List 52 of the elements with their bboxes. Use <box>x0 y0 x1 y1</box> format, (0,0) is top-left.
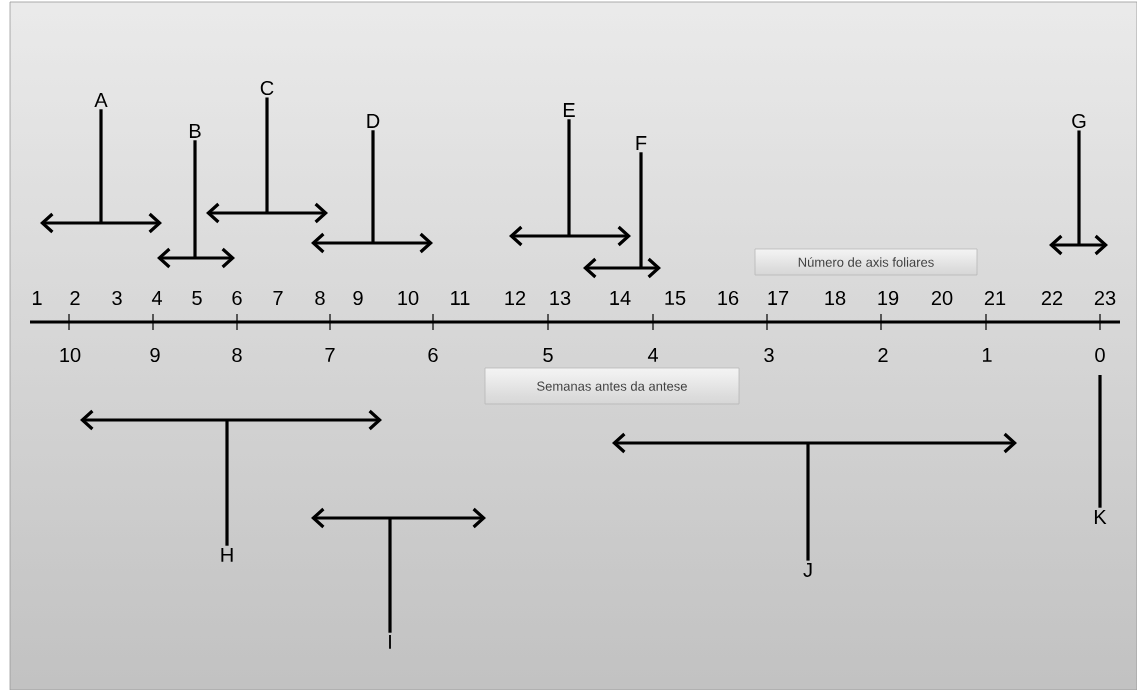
leaf-number: 21 <box>984 291 1006 305</box>
week-number: 3 <box>764 347 774 363</box>
range-letter: F <box>636 136 647 150</box>
leaf-number: 7 <box>273 291 283 305</box>
range-letter: H <box>221 548 233 562</box>
leader-line <box>225 420 229 546</box>
leaf-number: 5 <box>192 291 202 305</box>
leader-line <box>806 443 810 561</box>
range-letter: G <box>1072 113 1086 129</box>
leaf-number: 14 <box>610 291 631 305</box>
week-number: 0 <box>1095 347 1105 363</box>
week-number: 9 <box>150 347 160 363</box>
leaf-number: 22 <box>1041 291 1063 305</box>
leaf-number: 9 <box>353 290 363 306</box>
leaf-number: 2 <box>70 291 80 305</box>
caption-box: Número de axis foliares <box>754 248 978 276</box>
range-letter: A <box>94 93 108 107</box>
leaf-number: 3 <box>112 290 122 306</box>
leaf-number: 4 <box>151 291 162 305</box>
leaf-number: 12 <box>505 291 526 305</box>
leader-line <box>193 140 197 258</box>
week-number: 2 <box>878 348 888 362</box>
leader-line <box>265 97 269 213</box>
leader-line <box>1077 130 1081 245</box>
leaf-number: 13 <box>550 290 571 306</box>
leader-line <box>1098 375 1102 508</box>
leaf-number: 11 <box>451 291 470 305</box>
range-letter: B <box>189 124 201 138</box>
leader-line <box>567 119 571 236</box>
leaf-number: 16 <box>718 290 739 306</box>
range-letter: K <box>1094 510 1107 524</box>
week-number: 10 <box>60 347 81 363</box>
leader-line <box>99 109 103 223</box>
range-letter: J <box>803 563 812 577</box>
leader-line <box>388 518 392 633</box>
leader-line <box>639 152 643 268</box>
week-number: 8 <box>232 347 242 363</box>
range-letter: E <box>563 103 575 117</box>
caption-box: Semanas antes da antese <box>484 367 740 405</box>
leaf-number: 1 <box>33 291 42 305</box>
week-number: 6 <box>428 347 438 363</box>
range-letter: I <box>389 635 391 649</box>
leaf-number: 10 <box>398 290 419 306</box>
leaf-number: 6 <box>232 290 242 306</box>
leader-line <box>371 130 375 243</box>
range-letter: D <box>367 114 380 128</box>
leaf-number: 23 <box>1094 290 1116 306</box>
week-number: 7 <box>325 348 335 362</box>
range-letter: C <box>260 80 274 96</box>
leaf-number: 8 <box>315 290 325 306</box>
week-number: 1 <box>983 348 992 362</box>
leaf-number: 15 <box>665 291 686 305</box>
